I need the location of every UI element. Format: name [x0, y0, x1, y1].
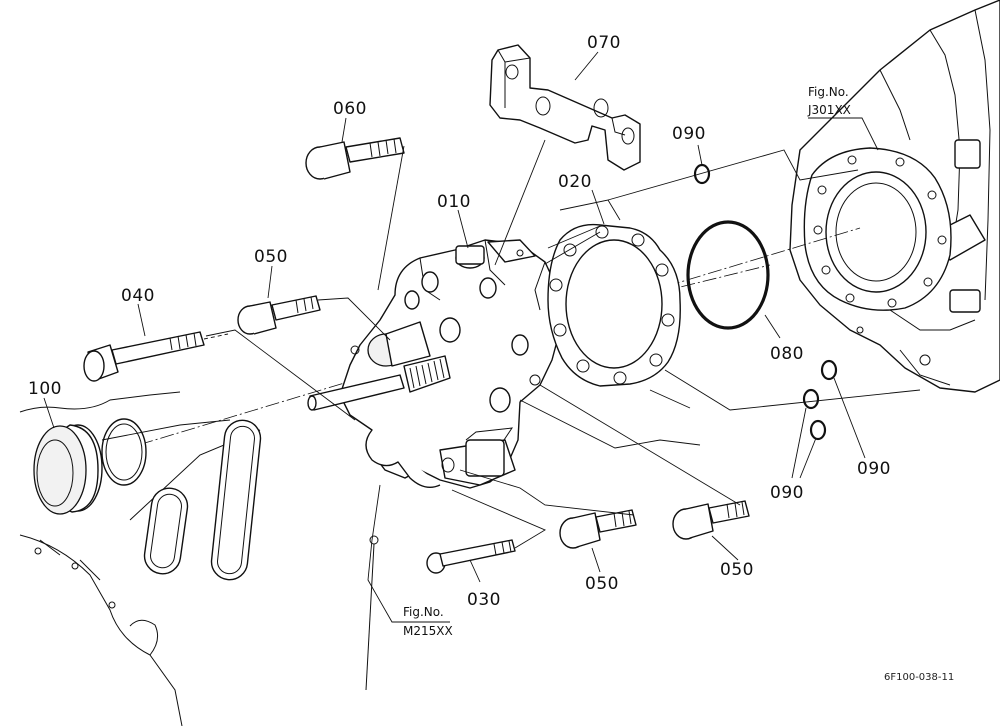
callout-050-lower-right: 050 [720, 560, 754, 580]
callout-labels: 010 020 030 040 050 050 050 060 070 080 … [28, 33, 891, 610]
callout-070: 070 [587, 33, 621, 53]
part-040-bolt [83, 331, 229, 382]
callout-040: 040 [121, 286, 155, 306]
drawing-code: 6F100-038-11 [884, 672, 954, 683]
callout-050-upper: 050 [254, 247, 288, 267]
part-050-bolt-upper [237, 295, 321, 335]
callout-010: 010 [437, 192, 471, 212]
callout-030: 030 [467, 590, 501, 610]
transmission-housing [789, 0, 1000, 393]
leader-lines [43, 51, 921, 691]
part-090-o-ring-mid [802, 388, 820, 410]
part-050-bolt-lower-left [559, 509, 637, 549]
callout-090-lower: 090 [770, 483, 804, 503]
figure-reference-m215: Fig.No. M215XX [403, 605, 453, 638]
part-100-cap [33, 424, 103, 515]
callout-090-right: 090 [857, 459, 891, 479]
part-010-pump-body [307, 239, 561, 489]
part-030-bolt [426, 539, 516, 574]
part-090-o-ring-top [693, 163, 711, 185]
housing-flange [803, 147, 952, 311]
part-080-large-o-ring [686, 220, 770, 330]
callout-020: 020 [558, 172, 592, 192]
fig-ref-label: Fig.No. [808, 85, 849, 99]
callout-060: 060 [333, 99, 367, 119]
fig-ref-label: Fig.No. [403, 605, 444, 619]
callout-090-top: 090 [672, 124, 706, 144]
part-090-o-ring-right [820, 359, 838, 381]
part-060-bolt [305, 137, 405, 180]
callout-080: 080 [770, 344, 804, 364]
callout-100: 100 [28, 379, 62, 399]
figure-reference-j301: Fig.No. J301XX [807, 85, 851, 117]
fig-ref-code: M215XX [403, 624, 453, 638]
part-070-bracket [489, 44, 641, 171]
part-090-o-ring-low [809, 419, 827, 441]
part-050-bolt-lower-right [672, 500, 750, 540]
fig-ref-code: J301XX [807, 103, 851, 117]
callout-050-lower-left: 050 [585, 574, 619, 594]
part-020-gasket [547, 223, 681, 387]
o-ring-cap-seal [101, 418, 147, 486]
lower-plate [19, 391, 262, 726]
